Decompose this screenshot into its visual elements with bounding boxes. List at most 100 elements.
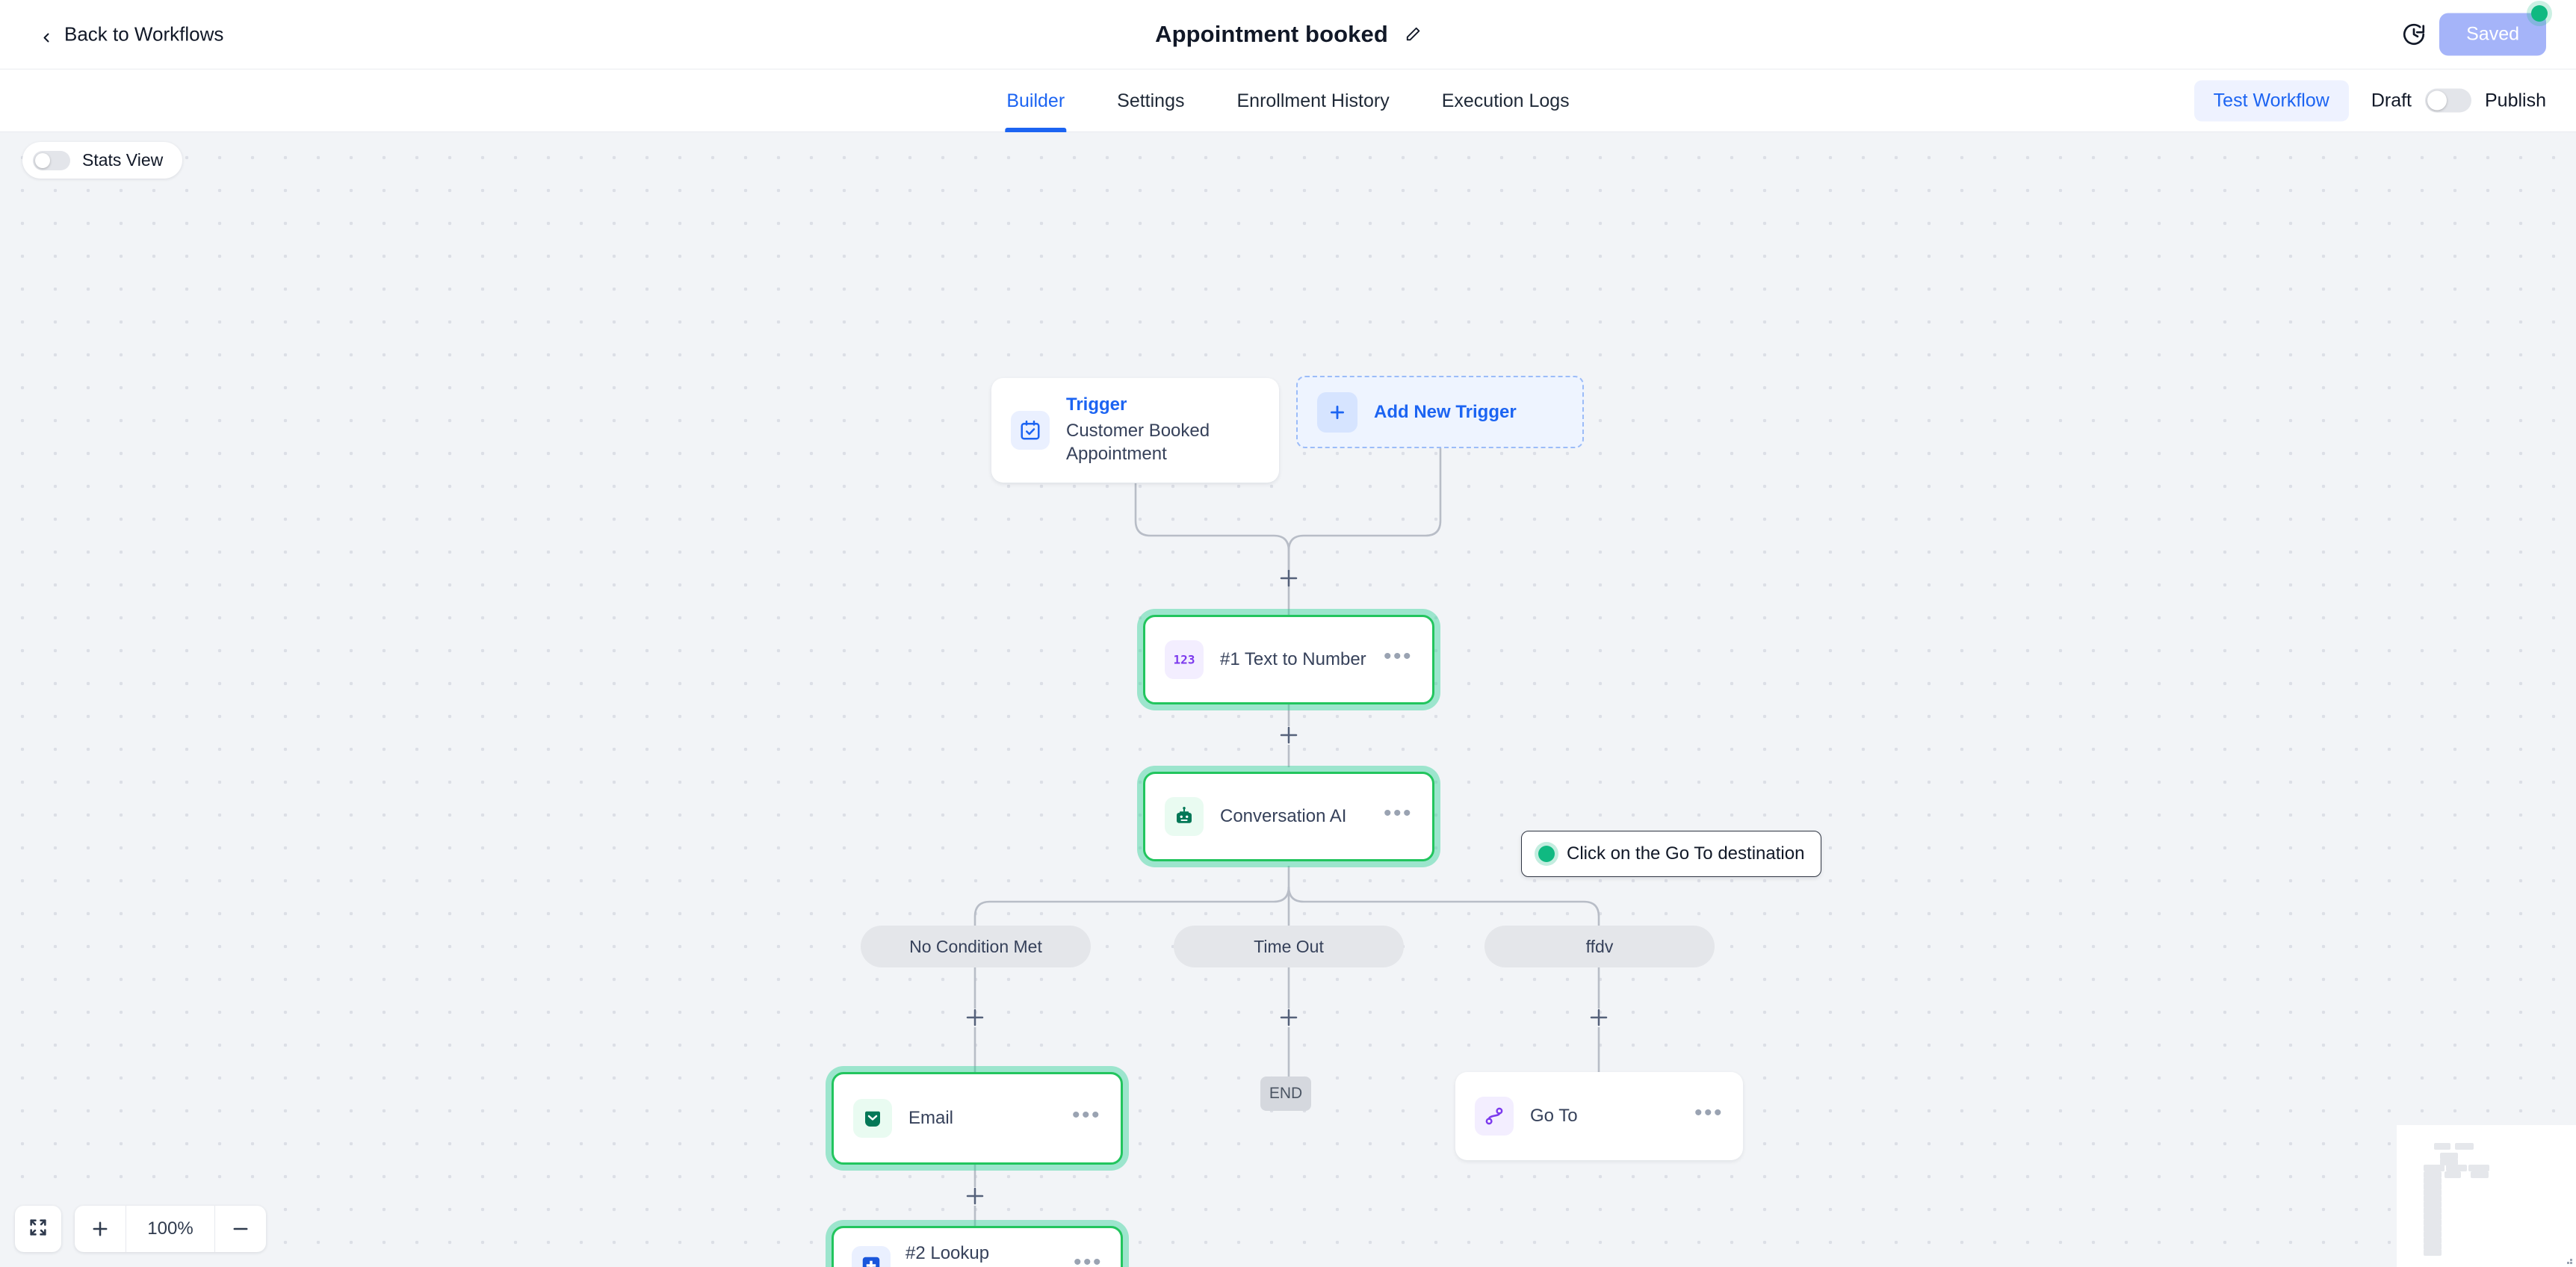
minimap-node	[2471, 1171, 2489, 1178]
zoom-out-button[interactable]	[215, 1206, 266, 1252]
minimap-node	[2424, 1177, 2442, 1184]
publish-toggle[interactable]	[2425, 88, 2471, 113]
add-step-handle-branch-right[interactable]	[1586, 1005, 1611, 1030]
node-email-menu[interactable]: •••	[1071, 1103, 1101, 1127]
minimap-node	[2440, 1153, 2458, 1159]
fit-screen-icon	[28, 1217, 49, 1242]
test-workflow-button[interactable]: Test Workflow	[2193, 80, 2349, 121]
node-conversation-ai-menu[interactable]: •••	[1383, 801, 1413, 825]
branch-pill-label: No Condition Met	[909, 936, 1042, 956]
canvas-minimap[interactable]	[2397, 1125, 2576, 1267]
minimap-node	[2468, 1165, 2489, 1171]
minimap-node	[2424, 1207, 2442, 1214]
add-new-trigger-button[interactable]: Add New Trigger	[1296, 376, 1584, 448]
zoom-controls: 100%	[75, 1206, 266, 1252]
add-step-handle-branch-left[interactable]	[962, 1005, 988, 1030]
minimap-node	[2424, 1237, 2442, 1244]
branch-pill-ffdv[interactable]: ffdv	[1484, 926, 1715, 967]
minimap-node	[2424, 1219, 2442, 1226]
node-conversation-ai-label: Conversation AI	[1220, 806, 1347, 827]
stats-view-label: Stats View	[82, 150, 164, 170]
add-step-handle-after-text-to-number[interactable]	[1276, 722, 1301, 748]
tab-enrollment-history[interactable]: Enrollment History	[1236, 90, 1390, 111]
stats-view-toggle[interactable]: Stats View	[22, 142, 183, 179]
svg-text:123: 123	[1174, 653, 1195, 667]
branch-pill-no-condition-met[interactable]: No Condition Met	[861, 926, 1091, 967]
trigger-subtitle: Customer Booked Appointment	[1066, 421, 1210, 464]
tooltip-text: Click on the Go To destination	[1567, 843, 1805, 864]
plus-icon	[1317, 391, 1357, 433]
add-step-handle-after-trigger[interactable]	[1276, 566, 1301, 591]
top-bar: Back to Workflows Appointment booked Sav…	[0, 0, 2576, 69]
add-step-handle-after-email[interactable]	[962, 1183, 988, 1209]
node-go-to-label: Go To	[1530, 1106, 1578, 1127]
node-text-to-number[interactable]: 123 #1 Text to Number •••	[1143, 615, 1434, 704]
save-button[interactable]: Saved	[2439, 13, 2546, 56]
node-lookup-spreadsheet-row-label: #2 Lookup Spreadsheet Row	[905, 1243, 990, 1264]
minimap-node	[2445, 1171, 2461, 1178]
workflow-canvas[interactable]: Stats View	[0, 132, 2576, 1267]
publish-label: Publish	[2485, 90, 2546, 111]
back-to-workflows-button[interactable]: Back to Workflows	[39, 23, 223, 46]
robot-icon	[1165, 797, 1204, 836]
minimap-node	[2424, 1195, 2442, 1202]
minimap-node	[2424, 1165, 2445, 1171]
minimap-node	[2424, 1213, 2442, 1220]
add-step-handle-branch-center[interactable]	[1276, 1005, 1301, 1030]
minimap-node	[2424, 1183, 2442, 1190]
minimap-node	[2424, 1225, 2442, 1232]
history-clock-icon[interactable]	[2401, 22, 2427, 47]
zoom-in-button[interactable]	[75, 1206, 126, 1252]
pencil-icon[interactable]	[1405, 26, 1421, 43]
publish-toggle-group: Draft Publish	[2371, 88, 2546, 113]
chevron-left-icon	[39, 27, 54, 42]
zoom-level-value[interactable]: 100%	[126, 1206, 215, 1252]
tooltip-status-dot	[1538, 846, 1555, 862]
google-sheets-icon	[852, 1246, 891, 1267]
add-new-trigger-label: Add New Trigger	[1374, 401, 1517, 422]
route-path-icon	[1475, 1097, 1514, 1136]
minimap-node	[2434, 1143, 2450, 1150]
minimap-resize-handle[interactable]	[2564, 1255, 2573, 1264]
minimap-node	[2424, 1171, 2442, 1178]
tab-list: Builder Settings Enrollment History Exec…	[1005, 69, 1570, 132]
tab-settings[interactable]: Settings	[1117, 90, 1185, 111]
minimap-node	[2424, 1249, 2442, 1256]
node-go-to-menu[interactable]: •••	[1694, 1100, 1724, 1125]
minimap-node	[2446, 1165, 2467, 1171]
email-envelope-icon	[853, 1099, 892, 1138]
tab-builder[interactable]: Builder	[1005, 69, 1066, 132]
workflow-title-group: Appointment booked	[1155, 21, 1421, 48]
fit-screen-button[interactable]	[15, 1206, 61, 1252]
trigger-node-text: Trigger Customer Booked Appointment	[1066, 394, 1230, 465]
tab-bar-actions: Test Workflow Draft Publish	[2193, 80, 2546, 121]
draft-label: Draft	[2371, 90, 2412, 111]
stats-view-switch[interactable]	[33, 150, 70, 170]
node-go-to[interactable]: Go To •••	[1455, 1072, 1743, 1160]
minimap-node	[2424, 1231, 2442, 1238]
trigger-node[interactable]: Trigger Customer Booked Appointment	[991, 378, 1279, 483]
node-email-label: Email	[908, 1108, 954, 1129]
node-text-to-number-label: #1 Text to Number	[1220, 649, 1366, 670]
node-text-to-number-menu[interactable]: •••	[1383, 644, 1413, 669]
minimap-node	[2424, 1243, 2442, 1250]
saved-status-dot	[2531, 5, 2548, 22]
node-conversation-ai[interactable]: Conversation AI •••	[1143, 772, 1434, 861]
page-title: Appointment booked	[1155, 21, 1388, 47]
minimap-node	[2455, 1143, 2474, 1150]
minimap-node	[2424, 1189, 2442, 1196]
branch-pill-label: ffdv	[1585, 936, 1614, 956]
node-lookup-spreadsheet-row-menu[interactable]: •••	[1073, 1250, 1103, 1267]
branch-pill-time-out[interactable]: Time Out	[1174, 926, 1404, 967]
node-lookup-spreadsheet-row[interactable]: #2 Lookup Spreadsheet Row •••	[832, 1226, 1123, 1267]
end-badge: END	[1260, 1077, 1311, 1111]
minimap-node	[2440, 1159, 2458, 1165]
tab-bar: Builder Settings Enrollment History Exec…	[0, 69, 2576, 132]
branch-pill-label: Time Out	[1254, 936, 1324, 956]
tab-execution-logs[interactable]: Execution Logs	[1441, 90, 1570, 111]
stats-view-knob	[35, 152, 50, 168]
node-email[interactable]: Email •••	[832, 1072, 1123, 1165]
publish-toggle-knob	[2427, 90, 2447, 111]
trigger-title: Trigger	[1066, 394, 1127, 415]
